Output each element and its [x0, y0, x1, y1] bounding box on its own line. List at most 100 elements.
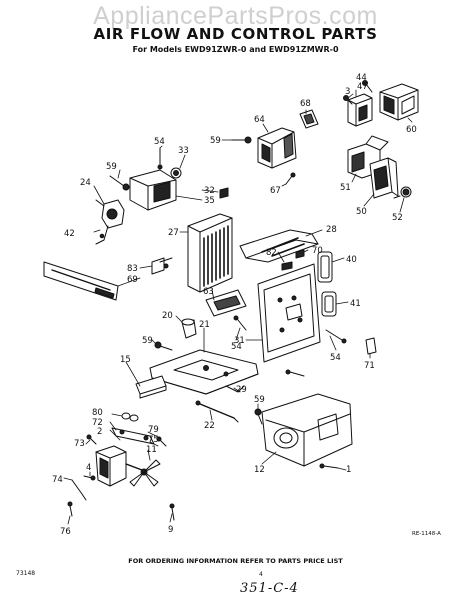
part-71-grommet: [365, 337, 377, 355]
label-3: 3: [345, 87, 350, 97]
part-22-heater: [195, 400, 239, 423]
label-59-mid: 59: [142, 336, 153, 346]
label-52: 52: [392, 213, 403, 223]
label-4: 4: [86, 463, 91, 473]
part-69-grille: [43, 261, 119, 301]
label-54-mid: 54: [231, 342, 242, 352]
label-11: 11: [146, 445, 157, 455]
part-59-screw-left: [109, 175, 130, 191]
part-59-screw-bottom: [254, 408, 263, 425]
part-68-plate: [299, 109, 319, 129]
label-75: 75: [148, 435, 159, 445]
label-71: 71: [364, 361, 375, 371]
label-70: 70: [312, 246, 323, 256]
label-15: 15: [120, 355, 131, 365]
label-35: 35: [204, 196, 215, 206]
label-76: 76: [60, 527, 71, 537]
part-20-knob: [181, 318, 197, 339]
part-64-damper: [257, 127, 297, 169]
part-60-housing: [379, 83, 419, 121]
part-54-screw-top: [157, 147, 163, 170]
watermark-text: AppliancePartsPros.com: [93, 2, 378, 30]
part-labels: 44 3 47 60 68 64 54 33 59 59 24 32 35 42…: [52, 73, 417, 537]
part-67-screw: [285, 172, 296, 185]
label-2: 2: [97, 427, 102, 437]
handwritten-note: 351-C-4: [240, 581, 299, 596]
part-70-clip: [295, 249, 305, 259]
part-76-screw: [67, 501, 73, 517]
part-1-screw: [319, 463, 339, 469]
label-27: 27: [168, 228, 179, 238]
label-28: 28: [326, 225, 337, 235]
part-15-block: [135, 375, 167, 399]
part-27-evaporator-cover: [187, 213, 233, 293]
part-83-clip: [151, 257, 173, 275]
label-21: 21: [199, 320, 210, 330]
label-54-top: 54: [154, 137, 165, 147]
part-54-screw-mid: [233, 315, 247, 331]
part-28-duct: [239, 229, 319, 263]
part-50-control: [369, 157, 399, 199]
label-42: 42: [64, 229, 75, 239]
label-33: 33: [178, 146, 189, 156]
label-67: 67: [270, 186, 281, 196]
page-number: 4: [259, 571, 263, 578]
part-screw-lower: [285, 369, 305, 377]
part-63-panel: [205, 289, 247, 317]
part-47-relay: [347, 93, 373, 127]
label-24: 24: [80, 178, 91, 188]
ordering-info-footer: FOR ORDERING INFORMATION REFER TO PARTS …: [128, 557, 343, 565]
part-9-screw: [169, 503, 175, 521]
part-32-clip: [219, 187, 229, 199]
part-21-trough: [149, 349, 259, 395]
part-4-clip: [83, 475, 96, 481]
label-68: 68: [300, 99, 311, 109]
label-41: 41: [350, 299, 361, 309]
part-59-screw-mid: [154, 341, 173, 351]
part-59-screw-top: [231, 136, 252, 144]
label-79: 79: [148, 425, 159, 435]
label-12: 12: [254, 465, 265, 475]
label-29: 29: [236, 385, 247, 395]
part-41-gasket: [321, 291, 337, 317]
drawing-code: RE-1148-A: [412, 531, 441, 537]
label-74: 74: [52, 475, 63, 485]
label-20: 20: [162, 311, 173, 321]
label-51: 51: [340, 183, 351, 193]
part-73-screw: [86, 434, 97, 445]
part-29-wire: [225, 385, 245, 393]
label-83: 83: [127, 264, 138, 274]
part-31-rear-panel: [257, 263, 321, 363]
label-47: 47: [357, 82, 368, 92]
label-72: 72: [92, 418, 103, 428]
part-52-knob: [393, 186, 412, 199]
label-1: 1: [346, 465, 351, 475]
label-50: 50: [356, 207, 367, 217]
label-59-left: 59: [106, 162, 117, 172]
label-60: 60: [406, 125, 417, 135]
label-80: 80: [92, 408, 103, 418]
part-24-motor: [95, 199, 125, 229]
part-54-screw-right: [325, 329, 347, 344]
label-69: 69: [127, 275, 138, 285]
part-11-fan-blade: [129, 459, 161, 487]
part-2-fan-motor: [95, 445, 143, 487]
label-59-top: 59: [210, 136, 221, 146]
part-42-wire: [95, 225, 109, 245]
diagram-title: AIR FLOW AND CONTROL PARTS: [93, 25, 378, 43]
part-82-clip: [281, 261, 293, 271]
leader-lines: [63, 81, 413, 525]
part-33-knob: [170, 167, 182, 179]
label-9: 9: [168, 525, 173, 535]
label-40: 40: [346, 255, 357, 265]
diagram-subtitle: For Models EWD91ZWR-0 and EWD91ZMWR-0: [132, 45, 339, 54]
label-64: 64: [254, 115, 265, 125]
label-73: 73: [74, 439, 85, 449]
label-22: 22: [204, 421, 215, 431]
part-80-grommet: [121, 412, 139, 422]
label-31: 31: [234, 336, 245, 346]
part-40-gasket: [317, 251, 333, 283]
label-82: 82: [266, 248, 277, 258]
